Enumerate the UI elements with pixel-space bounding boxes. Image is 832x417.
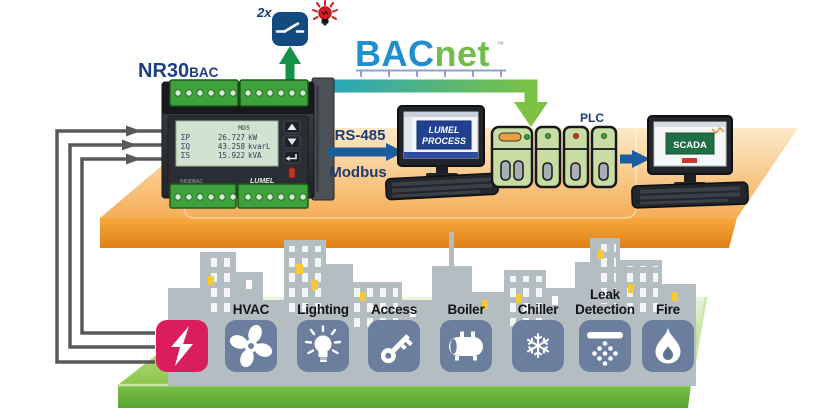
svg-text:❄: ❄ [524,328,553,366]
scada-keyboard [631,181,749,209]
relay-up-arrow [279,46,301,84]
boiler-icon [449,331,483,361]
device-name-label: NR30BAC [138,60,219,82]
lcd-header: MD5 [238,124,250,132]
system-tile-hvac [225,320,277,372]
scada-screen-label: SCADA [673,140,707,151]
meter-buttons [283,120,301,179]
system-tile-leak-detection [579,320,631,372]
trademark-symbol: ™ [496,40,504,49]
relay-output-icon [272,12,308,46]
up-button-icon [287,123,297,130]
process-screen-line1: LUMEL [429,125,460,135]
svg-text:kVA: kVA [248,151,262,160]
system-label-leak-detection: Leak Detection [575,287,635,317]
rs485-label: RS-485 [335,127,386,144]
bezel-model-text: NR30BAC [180,179,203,185]
alarm-lamp-icon [312,0,338,26]
svg-text:ΣQ: ΣQ [181,142,191,151]
process-workstation: LUMEL PROCESS [385,105,499,201]
system-label-chiller: Chiller [517,302,559,317]
modbus-label: Modbus [329,164,387,181]
svg-text:ΣS: ΣS [181,151,191,160]
svg-text:15.922: 15.922 [218,151,245,160]
key-icon [380,334,413,364]
enter-button-icon [285,154,297,161]
plc-label: PLC [580,111,604,125]
plc-to-scada-arrow [620,150,650,168]
scada-workstation: SCADA [631,115,749,209]
system-label-fire: Fire [656,302,680,317]
fan-icon [229,324,273,368]
system-label-access: Access [370,302,418,317]
svg-text:BACnet: BACnet [355,33,490,74]
wire-arrowheads [122,125,141,165]
svg-text:43.258: 43.258 [218,142,246,151]
system-tile-power-supply [156,320,208,372]
bulb-icon [304,325,342,362]
svg-text:26.727: 26.727 [218,133,245,142]
bacnet-bus-underline [356,69,506,77]
system-tile-fire [642,320,694,372]
down-button-icon [287,138,297,145]
system-tile-lighting [297,320,349,372]
lit-windows [208,250,678,317]
top-terminal-blocks [169,79,309,107]
flame-icon [655,327,681,364]
system-tile-chiller: ❄ [512,320,564,372]
system-label-lighting: Lighting [297,302,349,317]
system-label-boiler: Boiler [447,302,485,317]
nr30-meter-device: MD5 ΣP 26.727 kW ΣQ 43.258 kvarL ΣS 15.9… [161,77,335,209]
plc-modules [490,125,618,189]
bezel-brand-text: LUMEL [250,178,274,185]
relay-count-label: 2x [256,5,272,20]
bacnet-pipe-arrow [324,79,548,127]
system-label-hvac: HVAC [232,302,270,317]
rs485-arrow [328,143,404,161]
system-tile-boiler [440,320,492,372]
bacnet-logo: BACnet ™ [355,33,506,77]
svg-text:kvarL: kvarL [248,142,271,151]
process-screen-line2: PROCESS [422,136,466,146]
bottom-terminal-blocks [169,183,309,209]
system-tile-access [368,320,420,372]
process-keyboard [385,172,499,201]
lightning-icon [171,326,193,366]
svg-text:ΣP: ΣP [181,133,191,142]
meter-lcd: MD5 ΣP 26.727 kW ΣQ 43.258 kvarL ΣS 15.9… [175,120,279,167]
leak-drops-icon [587,332,623,366]
svg-text:kW: kW [248,133,258,142]
status-led [288,167,296,179]
snowflake-icon: ❄ [524,328,553,366]
